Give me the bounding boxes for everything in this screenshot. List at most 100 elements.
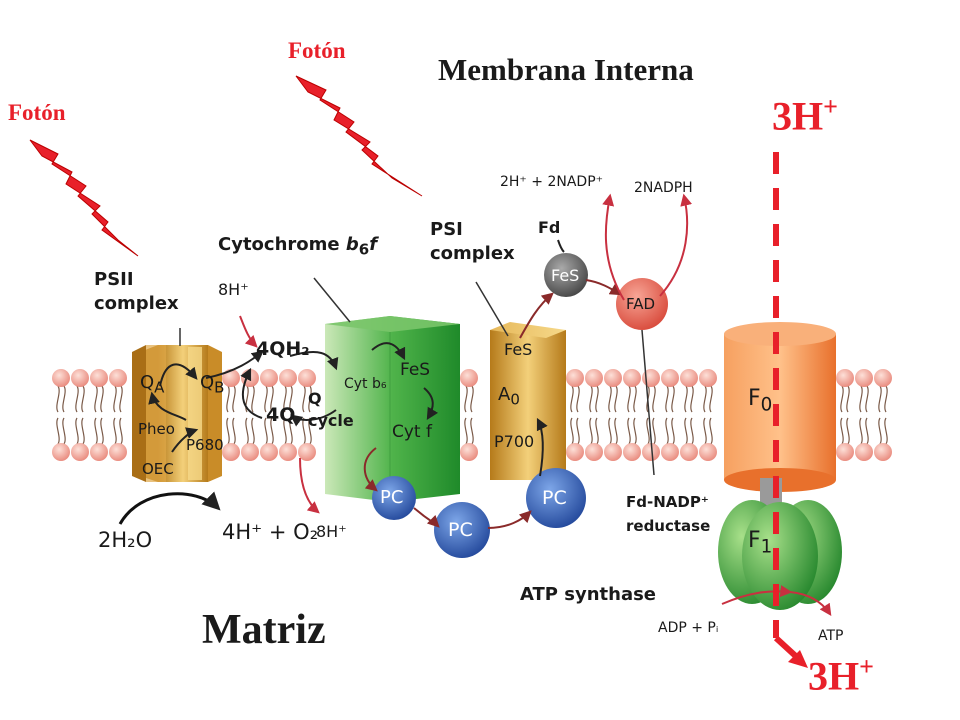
- lipid-tail: [570, 417, 574, 445]
- lipid-tail: [846, 385, 850, 413]
- lipid-head: [680, 369, 698, 387]
- lipid-tail: [608, 417, 612, 445]
- lipid-tail: [232, 385, 236, 413]
- lipid-head: [260, 443, 278, 461]
- lipid-tail: [81, 417, 85, 445]
- lipid-head: [222, 443, 240, 461]
- fd-label: Fd: [538, 218, 561, 237]
- lipid-tail: [652, 417, 656, 445]
- lipid-head: [855, 369, 873, 387]
- lipid-tail: [589, 385, 593, 413]
- lipid-head: [71, 369, 89, 387]
- lipid-head: [661, 443, 679, 461]
- lipid-head: [260, 369, 278, 387]
- lipid-tail: [251, 417, 255, 445]
- a0-label: A0: [498, 384, 520, 409]
- lipid-head: [109, 369, 127, 387]
- lipid-head: [298, 369, 316, 387]
- fad-carrier: [616, 278, 668, 330]
- lipid-tail: [226, 417, 230, 445]
- lipid-tail: [283, 417, 287, 445]
- qb-label: QB: [200, 372, 224, 397]
- lipid-head: [90, 369, 108, 387]
- lipid-tail: [75, 385, 79, 413]
- psii-label: PSII complex: [94, 269, 179, 314]
- lipid-head: [90, 443, 108, 461]
- lipid-tail: [232, 417, 236, 445]
- proton-label-bottom-charge: +: [859, 652, 874, 681]
- photon-label-top: Fotón: [288, 38, 346, 63]
- fd-nadp-reductase-label: Fd-NADP⁺ reductase: [626, 493, 711, 535]
- lipid-tail: [589, 417, 593, 445]
- lipid-tail: [646, 417, 650, 445]
- lipid-tail: [81, 385, 85, 413]
- lipid-tail: [570, 385, 574, 413]
- lipid-tail: [576, 385, 580, 413]
- f0-main: F: [748, 386, 761, 411]
- photon-label-left: Fotón: [8, 100, 66, 125]
- lipid-tail: [264, 417, 268, 445]
- lipid-tail: [614, 417, 618, 445]
- psi-label: PSI complex: [430, 219, 515, 264]
- lipid-head: [566, 369, 584, 387]
- f1-label: F1: [748, 528, 772, 557]
- cytochrome-label-f: f: [369, 234, 378, 255]
- lipid-head: [661, 369, 679, 387]
- atp-label: ATP: [818, 628, 844, 644]
- lipid-tail: [627, 385, 631, 413]
- lipid-tail: [464, 417, 468, 445]
- f0-label: F0: [748, 386, 772, 415]
- lipid-tail: [633, 417, 637, 445]
- atp-synthase-label: ATP synthase: [520, 584, 657, 605]
- lipid-tail: [846, 417, 850, 445]
- p700-label: P700: [494, 432, 535, 451]
- lipid-head: [642, 443, 660, 461]
- fes-carrier: [544, 253, 588, 297]
- lipid-tail: [100, 417, 104, 445]
- qa-sub: A: [154, 378, 165, 397]
- lipid-head: [604, 443, 622, 461]
- lipid-tail: [270, 385, 274, 413]
- proton-label-bottom-text: 3H: [808, 653, 860, 699]
- electron-flow-arrows: [118, 193, 832, 616]
- cytochrome-label: Cytochrome b6f: [218, 234, 377, 259]
- lipid-head: [836, 443, 854, 461]
- f1-sub: 1: [760, 536, 773, 558]
- lipid-tail: [226, 385, 230, 413]
- lipid-head: [222, 369, 240, 387]
- proton-label-bottom: 3H+: [808, 652, 874, 699]
- cyt-f-label: Cyt f: [392, 422, 432, 442]
- a0-sub: 0: [510, 390, 520, 409]
- lipid-tail: [283, 385, 287, 413]
- psi-complex: [490, 322, 566, 480]
- h-out-label: 8H⁺: [316, 522, 347, 541]
- lipid-tail: [595, 417, 599, 445]
- cyt-fes-label: FeS: [400, 360, 431, 380]
- lipid-tail: [100, 385, 104, 413]
- lipid-tail: [709, 385, 713, 413]
- lipid-tail: [703, 417, 707, 445]
- lipid-tail: [302, 417, 306, 445]
- qa-main: Q: [140, 372, 155, 393]
- lipid-bilayer: [52, 369, 892, 461]
- lipid-head: [604, 369, 622, 387]
- lipid-tail: [884, 417, 888, 445]
- lipid-tail: [270, 417, 274, 445]
- photon-bolt-top: [295, 75, 423, 197]
- lipid-head: [680, 443, 698, 461]
- nadp-reactants-label: 2H⁺ + 2NADP⁺: [500, 174, 604, 190]
- photon-bolt-left: [29, 139, 139, 257]
- qb-main: Q: [200, 372, 215, 393]
- qb-sub: B: [214, 378, 225, 397]
- lipid-head: [298, 443, 316, 461]
- lipid-tail: [470, 417, 474, 445]
- lipid-tail: [608, 385, 612, 413]
- lipid-tail: [470, 385, 474, 413]
- atp-synthase-complex: [718, 322, 842, 610]
- lipid-head: [874, 369, 892, 387]
- lipid-head: [71, 443, 89, 461]
- lipid-head: [585, 443, 603, 461]
- lipid-tail: [671, 385, 675, 413]
- lipid-tail: [627, 417, 631, 445]
- lipid-tail: [302, 385, 306, 413]
